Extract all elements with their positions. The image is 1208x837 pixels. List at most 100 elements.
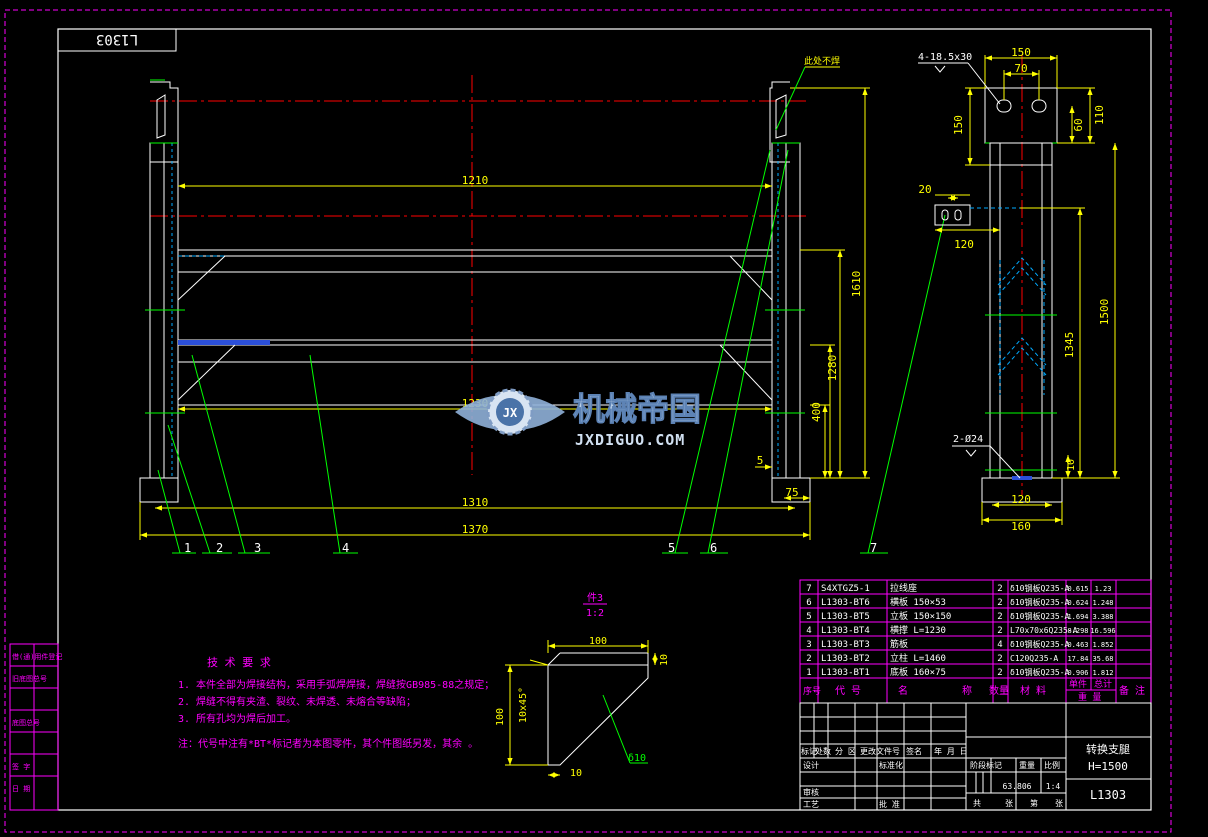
bom-qty: 2: [997, 598, 1002, 608]
rev-label: 分 区: [835, 747, 856, 756]
stage-label: 比例: [1044, 760, 1060, 770]
side-registration-strip: 借(通)用件登记 旧底图总号 底图总号 签 字 日 期: [9, 643, 62, 811]
bom-qty: 4: [997, 640, 1002, 650]
title-block-text: 标记 处数 分 区 更改文件号 签名 年 月 日 设计 审核 工艺 标准化 批 …: [801, 742, 1130, 809]
side-dim-110: 110: [1093, 105, 1106, 125]
bom-name: 拉线座: [890, 582, 917, 594]
bom-total: 16.596: [1090, 627, 1115, 635]
bom-name: 立板 150×150: [890, 610, 951, 622]
bom-unit: 0.615: [1067, 585, 1088, 593]
rev-label: 更改文件号: [860, 746, 900, 756]
detail-dim-100-top: 100: [589, 636, 607, 647]
scale-value: 1:4: [1046, 782, 1061, 791]
bom-no: 6: [806, 598, 811, 608]
hdr-total: 总计: [1094, 678, 1112, 690]
detail-view: 件3 1:2 100 10 100 10x45° 10 10 δ: [495, 592, 670, 779]
dim-400: 400: [810, 402, 823, 422]
bom-code: L1303-BT5: [821, 612, 870, 622]
balloon-3: 3: [254, 541, 261, 555]
strip-label: 底图总号: [12, 718, 40, 727]
side-dim-10: 10: [1066, 459, 1077, 471]
dim-1310: 1310: [462, 496, 489, 509]
side-dim-150b: 150: [952, 115, 965, 135]
bom-no: 3: [806, 640, 811, 650]
bom-code: S4XTGZ5-1: [821, 584, 870, 594]
balloon-1: 1: [184, 541, 191, 555]
bom-total: 1.248: [1092, 599, 1113, 607]
side-dim-1345: 1345: [1063, 332, 1076, 359]
tech-title: 技 术 要 求: [207, 656, 271, 669]
bom-unit: 1.694: [1067, 613, 1088, 621]
role-label: 工艺: [803, 800, 819, 809]
side-dim-150: 150: [1011, 46, 1031, 59]
table-row: 7 S4XTGZ5-1 拉线座 2 δ10钢板Q235-A 0.615 1.23: [806, 582, 1111, 594]
role-label: 设计: [803, 760, 819, 770]
bom-material: δ10钢板Q235-A: [1010, 611, 1070, 621]
bom-no: 7: [806, 584, 811, 594]
bom-code: L1303-BT4: [821, 626, 870, 636]
table-row: 2 L1303-BT2 立柱 L=1460 2 C120Q235-A 17.84…: [806, 652, 1113, 664]
bom-qty: 2: [997, 584, 1002, 594]
balloon-7: 7: [870, 541, 877, 555]
sheet-label: 共: [973, 799, 981, 808]
detail-dim-100-left: 100: [495, 708, 506, 726]
technical-requirements: 技 术 要 求 1. 本件全部为焊接结构，采用手弧焊焊接，焊缝按GB985-88…: [178, 656, 494, 750]
dim-1280: 1280: [826, 355, 839, 382]
sheet-label: 张: [1055, 799, 1063, 808]
balloon-5: 5: [668, 541, 675, 555]
balloon-2: 2: [216, 541, 223, 555]
bom-rows: 7 S4XTGZ5-1 拉线座 2 δ10钢板Q235-A 0.615 1.23…: [803, 582, 1145, 703]
strip-label: 签 字: [12, 762, 30, 771]
tech-line-3: 3. 所有孔均为焊后加工。: [178, 712, 296, 725]
tech-note: 注：代号中注有*BT*标记者为本图零件，其个件图纸另发，其余 。: [178, 737, 478, 750]
hdr-unit: 单件: [1069, 678, 1087, 690]
rev-label: 签名: [906, 746, 922, 756]
bom-no: 2: [806, 654, 811, 664]
hdr-remark: 备 注: [1119, 684, 1145, 697]
drawing-title: 转换支腿: [1086, 742, 1130, 756]
bom-qty: 2: [997, 612, 1002, 622]
hdr-name-1: 名: [898, 684, 908, 697]
sheet-label: 第: [1030, 798, 1038, 808]
role-label: 审核: [803, 787, 819, 797]
role-label: 批 准: [879, 799, 900, 809]
hdr-weight: 重 量: [1078, 691, 1101, 703]
dim-1370: 1370: [462, 523, 489, 536]
hdr-no: 序号: [803, 685, 821, 697]
hole-callout-bottom: 2-Ø24: [953, 433, 983, 445]
hdr-name-2: 称: [962, 684, 972, 697]
bom-code: L1303-BT2: [821, 654, 870, 664]
hdr-code: 代 号: [835, 685, 861, 697]
side-dim-20: 20: [918, 183, 931, 196]
bom-name: 筋板: [890, 638, 908, 650]
side-dim-120b: 120: [1011, 493, 1031, 506]
bom-total: 1.812: [1092, 669, 1113, 677]
dim-75: 75: [785, 486, 798, 499]
detail-scale: 1:2: [586, 608, 604, 619]
bom-no: 5: [806, 612, 811, 622]
table-row: 3 L1303-BT3 筋板 4 δ10钢板Q235-A 0.463 1.852: [806, 638, 1113, 650]
bom-unit: 0.906: [1067, 669, 1088, 677]
bom-code: L1303-BT3: [821, 640, 870, 650]
detail-delta: δ: [628, 753, 634, 764]
bom-no: 1: [806, 668, 811, 678]
detail-dim-10-right: 10: [659, 654, 670, 666]
stage-label: 阶段标记: [970, 760, 1002, 770]
bom-name: 立柱 L=1460: [890, 652, 946, 664]
table-row: 1 L1303-BT1 底板 160×75 2 δ10钢板Q235-A 0.90…: [806, 666, 1113, 678]
table-row: 4 L1303-BT4 横撑 L=1230 2 L70x70x6Q235-A 8…: [806, 624, 1115, 636]
side-dim-60: 60: [1072, 118, 1085, 131]
role-label: 标准化: [879, 760, 903, 770]
hole-callout-top: 4-18.5x30: [918, 52, 972, 63]
bom-material: δ10钢板Q235-A: [1010, 667, 1070, 677]
bom-no: 4: [806, 626, 811, 636]
side-dim-120: 120: [954, 238, 974, 251]
detail-dim-10-bottom: 10: [570, 768, 582, 779]
bom-name: 底板 160×75: [890, 666, 946, 678]
watermark-badge: JX: [503, 406, 518, 420]
watermark-en: JXDIGUO.COM: [575, 431, 685, 449]
rev-label: 标记: [801, 746, 817, 756]
note-no-weld: 此处不焊: [804, 55, 840, 67]
tech-line-2: 2. 焊缝不得有夹渣、裂纹、未焊透、未熔合等缺陷；: [178, 695, 416, 708]
bom-material: C120Q235-A: [1010, 654, 1058, 663]
